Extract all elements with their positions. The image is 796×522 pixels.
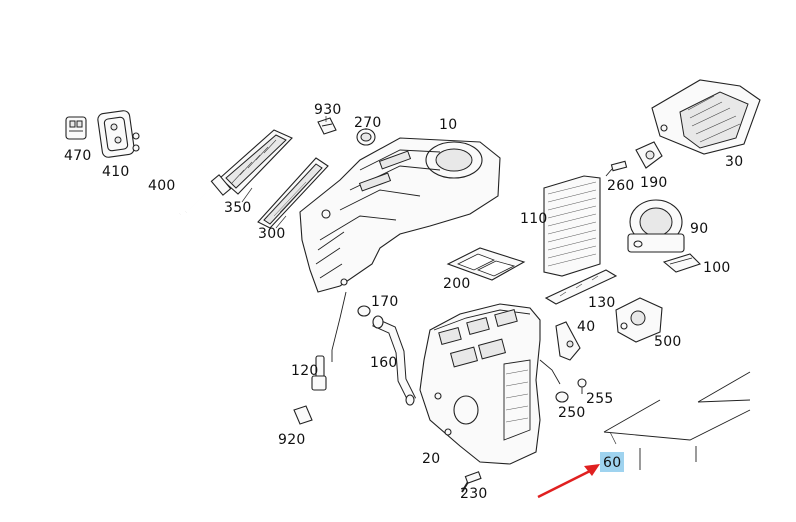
label-40[interactable]: 40 <box>577 319 596 335</box>
highlight-60 <box>600 452 624 472</box>
label-350[interactable]: 350 <box>224 200 252 216</box>
part-60-panel <box>603 371 751 470</box>
label-260[interactable]: 260 <box>607 178 635 194</box>
label-30[interactable]: 30 <box>725 154 744 170</box>
part-250-seal <box>555 391 569 403</box>
part-255-screw <box>577 378 587 394</box>
part-260-screw <box>605 160 628 177</box>
part-170-seal <box>357 305 371 317</box>
label-920[interactable]: 920 <box>278 432 306 448</box>
label-230[interactable]: 230 <box>460 486 488 502</box>
part-200-gasket <box>446 247 526 281</box>
part-930-clip <box>317 117 337 135</box>
part-20-lower-housing <box>419 303 541 465</box>
part-920-clip <box>293 405 313 425</box>
part-270-cap <box>356 128 376 146</box>
label-190[interactable]: 190 <box>640 175 668 191</box>
label-270[interactable]: 270 <box>354 115 382 131</box>
label-930[interactable]: 930 <box>314 102 342 118</box>
part-40-bracket <box>555 321 581 361</box>
part-470-connector <box>65 116 87 140</box>
label-250[interactable]: 250 <box>558 405 586 421</box>
label-400[interactable]: 400 <box>148 178 176 194</box>
part-30-module <box>651 79 761 155</box>
red-arrow <box>537 464 600 499</box>
label-500[interactable]: 500 <box>654 334 682 350</box>
label-170[interactable]: 170 <box>371 294 399 310</box>
label-120[interactable]: 120 <box>291 363 319 379</box>
part-300-evaporator <box>257 157 329 229</box>
label-300[interactable]: 300 <box>258 226 286 242</box>
part-400-pipes <box>132 132 216 215</box>
part-100-resistor <box>662 253 702 273</box>
label-200[interactable]: 200 <box>443 276 471 292</box>
label-110[interactable]: 110 <box>520 211 548 227</box>
part-10-housing <box>299 137 501 293</box>
part-500-motor <box>615 297 663 343</box>
label-410[interactable]: 410 <box>102 164 130 180</box>
part-230-screw <box>461 471 482 493</box>
label-60[interactable]: 60 <box>603 455 622 471</box>
label-130[interactable]: 130 <box>588 295 616 311</box>
part-120-sensor <box>311 355 327 391</box>
label-470[interactable]: 470 <box>64 148 92 164</box>
part-110-filter <box>543 175 601 277</box>
part-130-bracket <box>544 269 618 305</box>
part-350-heater-core <box>210 129 293 196</box>
label-20[interactable]: 20 <box>422 451 441 467</box>
part-190-actuator <box>635 141 663 169</box>
part-160-hose <box>372 315 417 406</box>
label-90[interactable]: 90 <box>690 221 709 237</box>
part-410-seal <box>97 110 135 158</box>
label-160[interactable]: 160 <box>370 355 398 371</box>
label-10[interactable]: 10 <box>439 117 458 133</box>
part-90-blower <box>627 199 685 253</box>
label-255[interactable]: 255 <box>586 391 614 407</box>
label-100[interactable]: 100 <box>703 260 731 276</box>
